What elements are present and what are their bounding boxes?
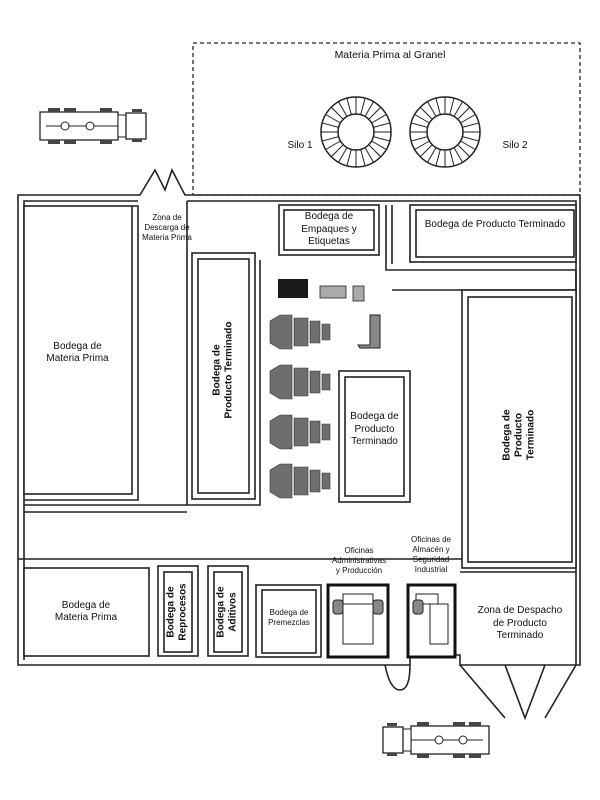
machine-icon — [357, 314, 381, 349]
machine-icon — [269, 414, 331, 450]
desk-icon — [332, 593, 449, 645]
silo-1-label: Silo 1 — [287, 139, 313, 151]
truck-icon — [382, 722, 490, 758]
machine-icon — [269, 314, 331, 350]
silo-2-label: Silo 2 — [502, 139, 528, 151]
machine-icon — [319, 285, 347, 299]
machine-icon — [269, 364, 331, 400]
finished-product-top-label: Bodega de Producto Terminado — [424, 218, 566, 230]
dispatch-zone — [460, 571, 577, 721]
room-raw-material-2 — [23, 567, 150, 657]
bulk-area-title: Materia Prima al Granel — [334, 49, 446, 62]
machine-icon — [269, 463, 331, 499]
silo-2-icon — [409, 96, 481, 168]
truck-icon — [39, 108, 147, 144]
bulk-raw-material-area — [192, 42, 581, 196]
control-panel-icon — [278, 279, 308, 298]
silo-1-icon — [320, 96, 392, 168]
room-raw-material-1 — [23, 205, 133, 495]
machine-icon — [352, 285, 365, 302]
